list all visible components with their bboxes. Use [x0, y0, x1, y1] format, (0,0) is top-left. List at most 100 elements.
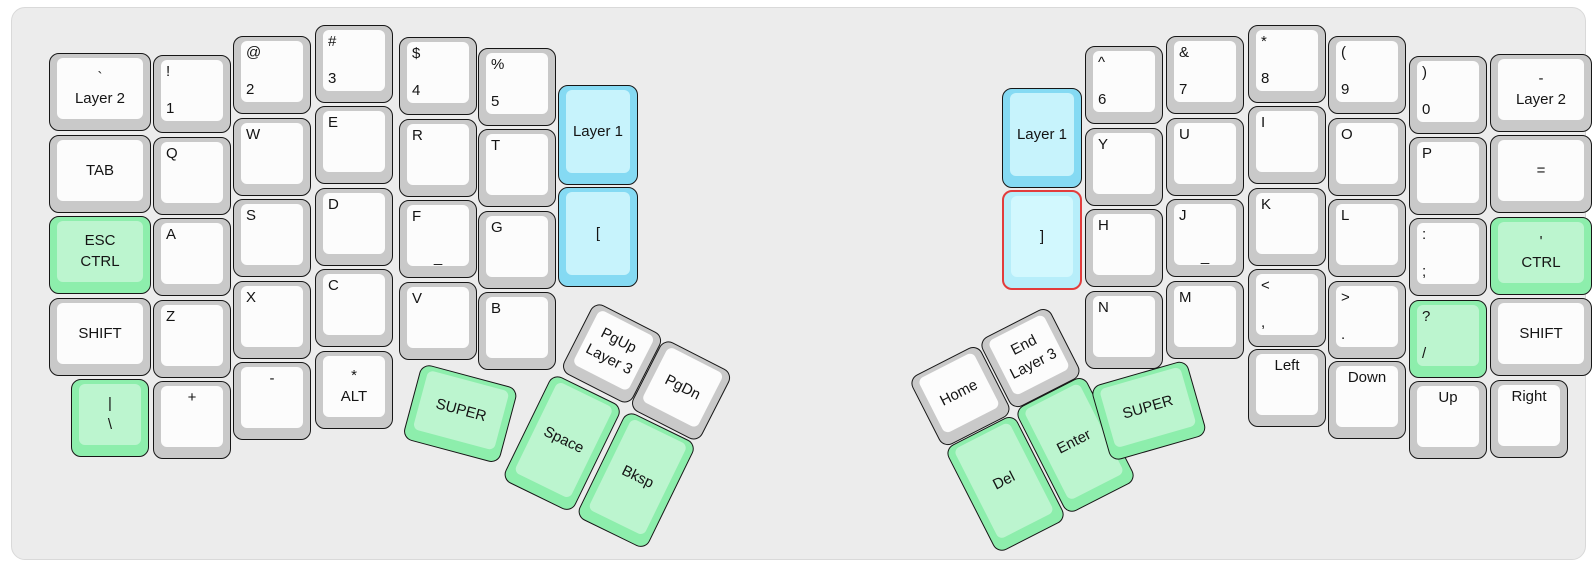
key-m[interactable]: M: [1166, 281, 1244, 359]
key-question-slash[interactable]: ?/: [1409, 300, 1487, 378]
key-equals[interactable]: =: [1490, 135, 1592, 213]
key-legend: Layer 2: [1515, 91, 1567, 108]
key-left-bracket[interactable]: [: [558, 187, 638, 287]
key-comma[interactable]: <,: [1248, 269, 1326, 347]
key-s[interactable]: S: [233, 199, 311, 277]
key-a[interactable]: A: [153, 218, 231, 296]
key-l[interactable]: L: [1328, 199, 1406, 277]
key-super-right[interactable]: SUPER: [1090, 359, 1208, 462]
key-arrow-left[interactable]: Left: [1248, 349, 1326, 427]
key-z[interactable]: Z: [153, 300, 231, 378]
key-9[interactable]: (9: [1328, 36, 1406, 114]
key-1[interactable]: !1: [153, 55, 231, 133]
keycap-center-legends: SHIFT: [1498, 303, 1584, 364]
key-legend: -: [1538, 70, 1544, 87]
key-o[interactable]: O: [1328, 118, 1406, 196]
key-shift-right[interactable]: SHIFT: [1490, 298, 1592, 376]
key-c[interactable]: C: [315, 269, 393, 347]
key-7[interactable]: &7: [1166, 36, 1244, 114]
key-layer1-right[interactable]: Layer 1: [1002, 88, 1082, 188]
key-g[interactable]: G: [478, 211, 556, 289]
key-legend: I: [1261, 114, 1266, 131]
key-legend: /: [1422, 345, 1427, 362]
key-legend: SHIFT: [1519, 324, 1563, 342]
keycap-top: Y: [1093, 133, 1155, 194]
key-shift-left[interactable]: SHIFT: [49, 298, 151, 376]
key-arrow-right[interactable]: Right: [1490, 380, 1568, 458]
key-legend: SUPER: [434, 394, 489, 425]
key-legend: R: [412, 127, 423, 144]
key-layer2-left[interactable]: `Layer 2: [49, 53, 151, 131]
key-legend: ;: [1422, 263, 1427, 280]
key-3[interactable]: #3: [315, 25, 393, 103]
key-layer2-right[interactable]: - Layer 2: [1490, 54, 1592, 132]
key-e[interactable]: E: [315, 106, 393, 184]
keycap-top: S: [241, 204, 303, 265]
key-u[interactable]: U: [1166, 118, 1244, 196]
key-b[interactable]: B: [478, 292, 556, 370]
key-d[interactable]: D: [315, 188, 393, 266]
key-pipe-backslash[interactable]: |\: [71, 379, 149, 457]
key-t[interactable]: T: [478, 129, 556, 207]
keycap-top: !1: [161, 60, 223, 121]
key-star-alt[interactable]: *ALT: [315, 351, 393, 429]
key-2[interactable]: @2: [233, 36, 311, 114]
keycap-top: Q: [161, 142, 223, 203]
keycap-top: T: [486, 134, 548, 195]
keycap-top: F_: [407, 205, 469, 266]
key-8[interactable]: *8: [1248, 25, 1326, 103]
key-legend: SUPER: [1120, 391, 1175, 423]
key-legend: D: [328, 196, 339, 213]
key-layer1-left[interactable]: Layer 1: [558, 85, 638, 185]
key-semicolon[interactable]: :;: [1409, 218, 1487, 296]
keycap-top: C: [323, 274, 385, 335]
key-legend: O: [1341, 126, 1353, 143]
key-legend: \: [107, 416, 113, 433]
key-right-bracket[interactable]: ]: [1002, 190, 1082, 290]
key-r[interactable]: R: [399, 119, 477, 197]
key-super-left[interactable]: SUPER: [401, 363, 519, 465]
keycap-top: TAB: [57, 140, 143, 201]
key-arrow-down[interactable]: Down: [1328, 361, 1406, 439]
key-x[interactable]: X: [233, 281, 311, 359]
key-f[interactable]: F_: [399, 200, 477, 278]
key-minus[interactable]: -: [233, 362, 311, 440]
key-j[interactable]: J_: [1166, 199, 1244, 277]
keycap-top: G: [486, 216, 548, 277]
key-p[interactable]: P: [1409, 137, 1487, 215]
key-legend: :: [1422, 226, 1427, 243]
key-i[interactable]: I: [1248, 106, 1326, 184]
key-quote-ctrl[interactable]: 'CTRL: [1490, 217, 1592, 295]
key-tab[interactable]: TAB: [49, 135, 151, 213]
keycap-center-legends: SUPER: [1099, 366, 1197, 448]
key-arrow-up[interactable]: Up: [1409, 381, 1487, 459]
key-w[interactable]: W: [233, 118, 311, 196]
key-4[interactable]: $4: [399, 37, 477, 115]
key-legend: &: [1179, 44, 1190, 61]
key-6[interactable]: ^6: [1085, 46, 1163, 124]
key-n[interactable]: N: [1085, 291, 1163, 369]
key-v[interactable]: V: [399, 282, 477, 360]
key-y[interactable]: Y: [1085, 128, 1163, 206]
key-k[interactable]: K: [1248, 188, 1326, 266]
keycap-top: ]: [1011, 196, 1073, 277]
keycap-top: #3: [323, 30, 385, 91]
keycap-top: P: [1417, 142, 1479, 203]
key-period[interactable]: >.: [1328, 281, 1406, 359]
key-h[interactable]: H: [1085, 209, 1163, 287]
key-plus[interactable]: +: [153, 381, 231, 459]
key-legend: .: [1341, 326, 1346, 343]
keycap-center-legends: SHIFT: [57, 303, 143, 364]
key-0[interactable]: )0: [1409, 56, 1487, 134]
keycap-top: ?/: [1417, 305, 1479, 366]
key-legend: CTRL: [80, 253, 120, 270]
key-legend: Del: [989, 467, 1018, 493]
key-q[interactable]: Q: [153, 137, 231, 215]
keycap-top: Z: [161, 305, 223, 366]
key-legend: Right: [1511, 388, 1547, 405]
key-legend: ): [1422, 64, 1427, 81]
key-5[interactable]: %5: [478, 48, 556, 126]
keycap-top: N: [1093, 296, 1155, 357]
